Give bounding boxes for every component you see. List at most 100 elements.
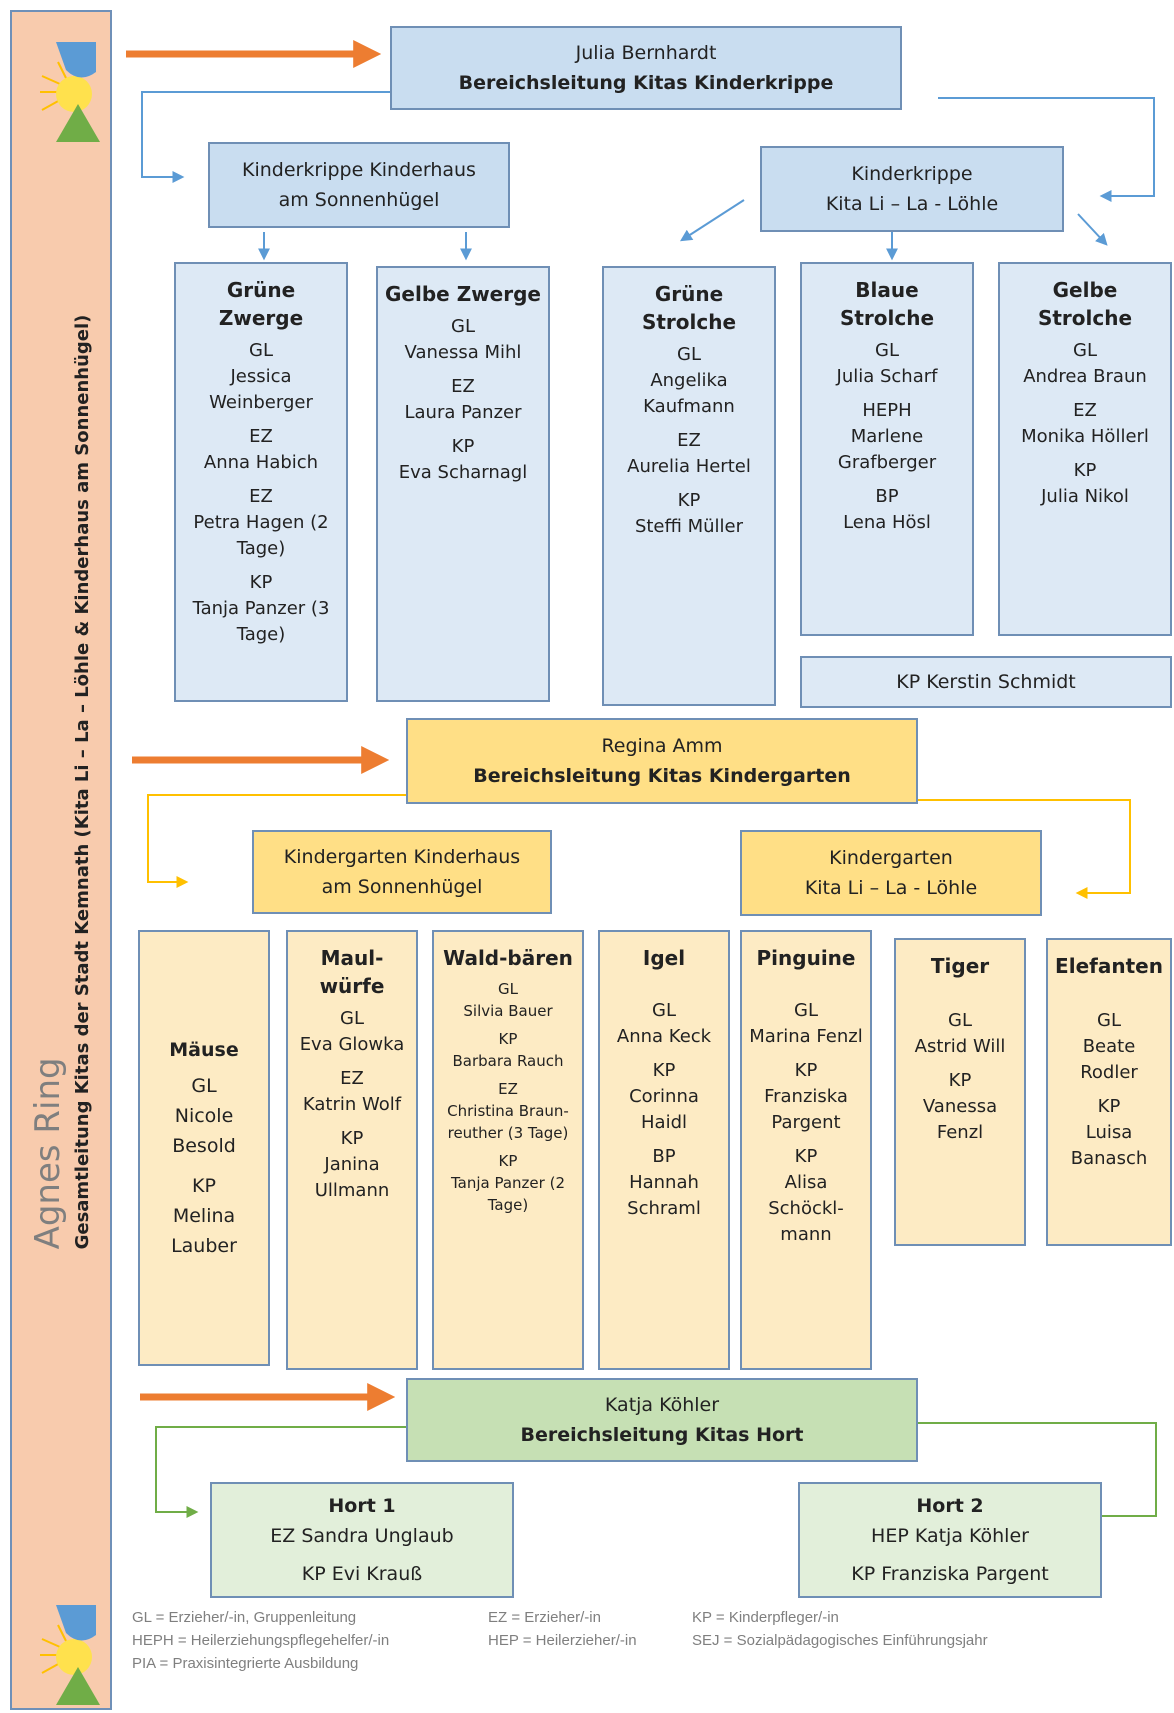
person: Eva Scharnagl: [398, 462, 528, 483]
role: GL: [1097, 1010, 1121, 1031]
site-line: Kinderkrippe: [851, 163, 973, 185]
role: KP: [498, 1152, 518, 1170]
role: EZ: [498, 1080, 518, 1098]
hort-head-title: Bereichsleitung Kitas Hort: [520, 1424, 804, 1446]
staff-line: KP Evi Krauß: [301, 1563, 423, 1585]
kindergarten-head-name: Regina Amm: [601, 735, 723, 757]
person: Corinna Haidl: [629, 1086, 699, 1133]
krippe-site-lilaloehle: Kinderkrippe Kita Li – La - Löhle: [760, 146, 1064, 232]
role: GL: [875, 340, 899, 361]
group-gruene-strolche: Grüne Strolche GL Angelika Kaufmann EZ A…: [602, 266, 776, 706]
role: EZ: [340, 1068, 364, 1089]
person: Steffi Müller: [634, 516, 744, 537]
group-hort-2: Hort 2 HEP Katja Köhler KP Franziska Par…: [798, 1482, 1102, 1598]
person: Janina Ullmann: [314, 1154, 390, 1201]
person: Angelika Kaufmann: [643, 370, 735, 417]
group-name: Wald-bären: [443, 946, 573, 970]
site-line: am Sonnenhügel: [278, 189, 440, 211]
group-gruene-zwerge: Grüne Zwerge GL Jessica Weinberger EZ An…: [174, 262, 348, 702]
legend-sej: SEJ = Sozialpädagogisches Einführungsjah…: [692, 1632, 988, 1649]
kita-logo-bottom: [40, 1605, 100, 1705]
site-line: Kindergarten: [829, 847, 953, 869]
group-name: Mäuse: [169, 1039, 239, 1061]
role: GL: [948, 1010, 972, 1031]
group-blaue-strolche: Blaue Strolche GL Julia Scharf HEPH Marl…: [800, 262, 974, 636]
role: KP: [948, 1070, 972, 1091]
role: KP: [192, 1175, 216, 1197]
person: Astrid Will: [914, 1036, 1006, 1057]
role: BP: [652, 1146, 676, 1167]
krippe-head-name: Julia Bernhardt: [575, 42, 717, 64]
role: EZ: [249, 486, 273, 507]
site-line: Kinderkrippe Kinderhaus: [242, 159, 476, 181]
person: Andrea Braun: [1023, 366, 1147, 387]
person: Vanessa Fenzl: [922, 1096, 998, 1143]
role: KP: [1073, 460, 1097, 481]
legend-hep: HEP = Heilerzieher/-in: [488, 1632, 637, 1649]
group-gelbe-strolche: Gelbe Strolche GL Andrea Braun EZ Monika…: [998, 262, 1172, 636]
person: Alisa Schöckl-mann: [768, 1172, 844, 1245]
person: Julia Scharf: [836, 366, 938, 387]
kindergarten-head-box: Regina Amm Bereichsleitung Kitas Kinderg…: [406, 718, 918, 804]
role: GL: [249, 340, 273, 361]
group-maulwuerfe: Maul-würfe GL Eva Glowka EZ Katrin Wolf …: [286, 930, 418, 1370]
group-name: Grüne Zwerge: [218, 278, 304, 330]
person: Katrin Wolf: [302, 1094, 402, 1115]
person: Marlene Grafberger: [837, 426, 937, 473]
person: Aurelia Hertel: [627, 456, 751, 477]
person: Melina Lauber: [171, 1205, 237, 1257]
role: GL: [652, 1000, 676, 1021]
role: GL: [794, 1000, 818, 1021]
group-name: Maul-würfe: [319, 946, 385, 998]
role: KP: [340, 1128, 364, 1149]
extra-staff-text: KP Kerstin Schmidt: [896, 671, 1076, 693]
person: Anna Habich: [203, 452, 319, 473]
group-elefanten: Elefanten GL Beate Rodler KP Luisa Banas…: [1046, 938, 1172, 1246]
role: GL: [498, 980, 518, 998]
role: EZ: [451, 376, 475, 397]
role: KP: [498, 1030, 518, 1048]
person: Barbara Rauch: [452, 1052, 564, 1070]
group-waldbaeren: Wald-bären GL Silvia Bauer KP Barbara Ra…: [432, 930, 584, 1370]
person: Marina Fenzl: [749, 1026, 863, 1047]
role: GL: [340, 1008, 364, 1029]
staff-line: EZ Sandra Unglaub: [270, 1525, 454, 1547]
role: HEPH: [862, 400, 912, 421]
legend-gl: GL = Erzieher/-in, Gruppenleitung: [132, 1609, 357, 1626]
group-name: Hort 2: [916, 1495, 984, 1517]
person: Eva Glowka: [299, 1034, 405, 1055]
person: Anna Keck: [616, 1026, 712, 1047]
staff-line: HEP Katja Köhler: [871, 1525, 1029, 1547]
sidebar: Agnes Ring Gesamtleitung Kitas der Stadt…: [10, 10, 112, 1710]
role: BP: [875, 486, 899, 507]
role: KP: [249, 572, 273, 593]
person: Vanessa Mihl: [404, 342, 522, 363]
role: EZ: [677, 430, 701, 451]
person: Nicole Besold: [172, 1105, 236, 1157]
staff-line: KP Franziska Pargent: [851, 1563, 1049, 1585]
person: Luisa Banasch: [1070, 1122, 1148, 1169]
person: Beate Rodler: [1080, 1036, 1138, 1083]
person: Franziska Pargent: [764, 1086, 848, 1133]
legend-col-2: EZ = Erzieher/-in HEP = Heilerzieher/-in: [488, 1606, 688, 1652]
role: KP: [794, 1146, 818, 1167]
group-name: Pinguine: [756, 946, 856, 970]
group-name: Tiger: [930, 954, 990, 978]
hort-head-box: Katja Köhler Bereichsleitung Kitas Hort: [406, 1378, 918, 1462]
person: Hannah Schraml: [627, 1172, 701, 1219]
krippe-head-box: Julia Bernhardt Bereichsleitung Kitas Ki…: [390, 26, 902, 110]
krippe-site-sonnenhuegel: Kinderkrippe Kinderhaus am Sonnenhügel: [208, 142, 510, 228]
person: Tanja Panzer (3 Tage): [192, 598, 330, 645]
legend-pia: PIA = Praxisintegrierte Ausbildung: [132, 1655, 359, 1672]
group-name: Elefanten: [1055, 954, 1163, 978]
site-line: Kita Li – La - Löhle: [804, 877, 978, 899]
group-gelbe-zwerge: Gelbe Zwerge GL Vanessa Mihl EZ Laura Pa…: [376, 266, 550, 702]
role: EZ: [1073, 400, 1097, 421]
role: KP: [794, 1060, 818, 1081]
role: GL: [191, 1075, 217, 1097]
group-name: Grüne Strolche: [641, 282, 737, 334]
role: KP: [652, 1060, 676, 1081]
person: Petra Hagen (2 Tage): [193, 512, 329, 559]
legend-col-3: KP = Kinderpfleger/-in SEJ = Sozialpädag…: [692, 1606, 1132, 1652]
group-name: Hort 1: [328, 1495, 396, 1517]
